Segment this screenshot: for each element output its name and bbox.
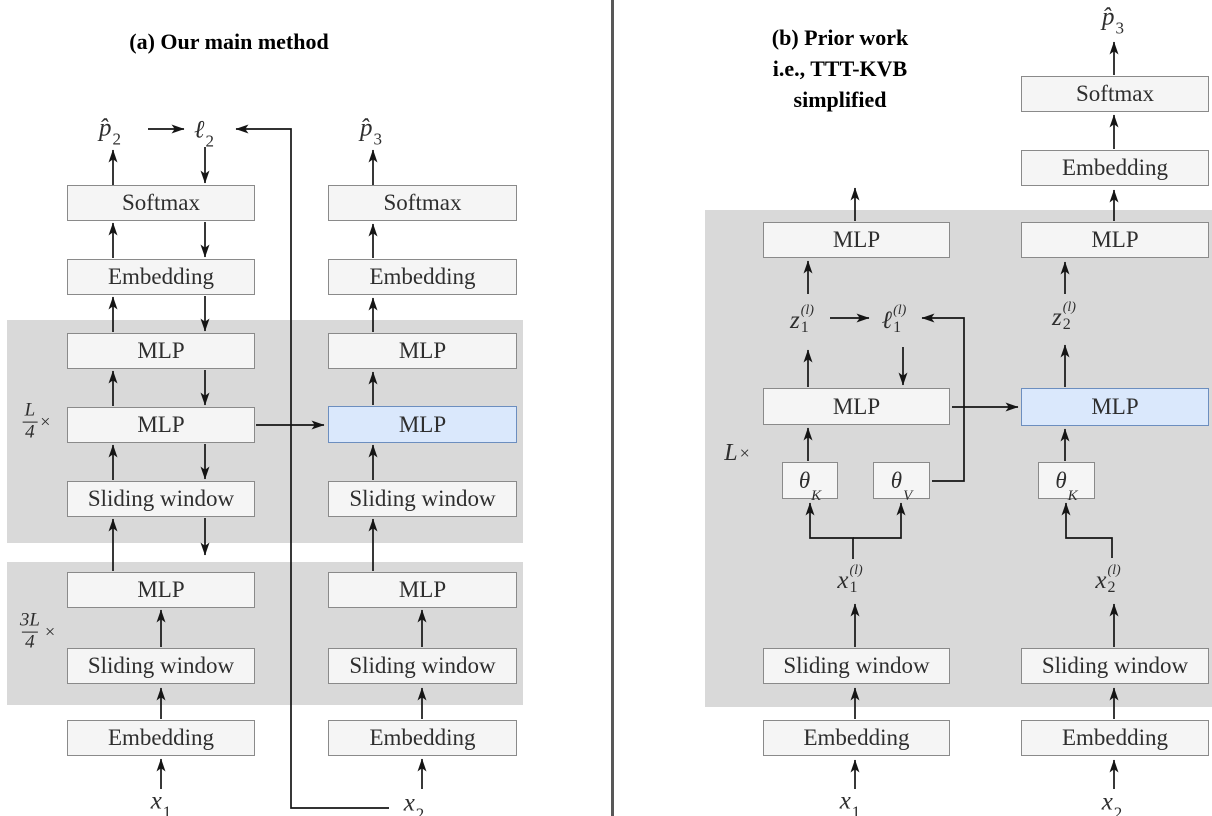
box-label: MLP — [137, 338, 185, 363]
box-a2-sliding2: Sliding window — [328, 648, 517, 684]
box-label: Sliding window — [349, 486, 496, 511]
box-b1-mlp-mid: MLP — [763, 388, 950, 425]
box-a1-mlp2: MLP — [67, 407, 255, 443]
panel-b-title-line2: i.e., TTT-KVB — [772, 56, 908, 81]
panel-b-title: (b) Prior work i.e., TTT-KVB simplified — [715, 22, 965, 115]
box-a1-sliding1: Sliding window — [67, 481, 255, 517]
box-b2-mlp-highlighted: MLP — [1021, 388, 1209, 426]
box-label: MLP — [1091, 227, 1139, 252]
box-label: MLP — [398, 577, 447, 602]
box-label: Embedding — [369, 725, 476, 750]
box-label: Softmax — [383, 190, 462, 215]
box-label: Embedding — [1061, 725, 1169, 750]
box-b2-embedding-top: Embedding — [1021, 150, 1209, 186]
box-label: MLP — [398, 411, 447, 437]
box-label: Embedding — [369, 264, 476, 289]
box-a2-mlp1: MLP — [328, 333, 517, 369]
box-label: MLP — [137, 577, 185, 602]
box-label: Sliding window — [349, 653, 496, 678]
label-p-hat-3-a: p̂3 — [360, 114, 382, 149]
box-b2-sliding: Sliding window — [1021, 648, 1209, 684]
box-a1-embedding-bottom: Embedding — [67, 720, 255, 756]
box-label: MLP — [1091, 394, 1139, 419]
box-a2-embedding-top: Embedding — [328, 259, 517, 295]
panel-a-forward-arrows-col2 — [368, 149, 427, 789]
box-a1-sliding2: Sliding window — [67, 648, 255, 684]
panel-b-title-line1: (b) Prior work — [771, 25, 909, 50]
panel-b-arrows-col1 — [803, 187, 1019, 789]
box-a1-mlp1: MLP — [67, 333, 255, 369]
label-p-hat-3-b: p̂3 — [1102, 3, 1124, 38]
panel-b-arrows-col2 — [1060, 41, 1119, 789]
region-b-loop — [705, 210, 1212, 707]
box-label: MLP — [137, 412, 185, 437]
box-label: Softmax — [122, 190, 200, 215]
box-label: Softmax — [1076, 81, 1154, 106]
box-a2-mlp3: MLP — [328, 572, 517, 608]
label-x2-layer: x(l)2 — [1095, 563, 1121, 596]
label-loss-1: ℓ(l)1 — [881, 303, 907, 336]
box-label: Embedding — [107, 725, 215, 750]
box-b2-embedding: Embedding — [1021, 720, 1209, 756]
box-b2-mlp-top: MLP — [1021, 222, 1209, 258]
box-label: Embedding — [107, 264, 215, 289]
box-label: MLP — [832, 227, 881, 252]
box-b1-mlp-top: MLP — [763, 222, 950, 258]
label-repeat-l-times: L× — [724, 440, 750, 466]
box-label: Embedding — [1061, 155, 1169, 180]
box-a1-embedding-top: Embedding — [67, 259, 255, 295]
box-b2-softmax: Softmax — [1021, 76, 1209, 112]
box-label: Sliding window — [87, 653, 235, 678]
box-a2-mlp2-highlighted: MLP — [328, 406, 517, 443]
box-label: Sliding window — [783, 653, 930, 678]
box-label: Sliding window — [1041, 653, 1189, 678]
box-label: Embedding — [803, 725, 910, 750]
panel-a-loss-and-copy-arrows — [148, 124, 389, 809]
label-z1: z(l)1 — [790, 303, 814, 336]
box-b1-sliding: Sliding window — [763, 648, 950, 684]
panel-a-forward-arrows-col1 — [108, 149, 166, 789]
box-a1-mlp3: MLP — [67, 572, 255, 608]
box-label: MLP — [832, 393, 881, 419]
label-x1-layer: x(l)1 — [837, 563, 863, 596]
box-a2-sliding1: Sliding window — [328, 481, 517, 517]
box-a1-softmax: Softmax — [67, 185, 255, 221]
panel-b-title-line3: simplified — [793, 87, 887, 112]
panel-divider — [611, 0, 614, 816]
box-a2-embedding-bottom: Embedding — [328, 720, 517, 756]
label-z2: z(l)2 — [1052, 300, 1076, 333]
box-b1-embedding: Embedding — [763, 720, 950, 756]
box-a2-softmax: Softmax — [328, 185, 517, 221]
label-p-hat-2: p̂2 — [99, 114, 121, 149]
panel-a-title: (a) Our main method — [129, 29, 329, 54]
box-label: MLP — [398, 338, 447, 363]
box-label: Sliding window — [87, 486, 235, 511]
